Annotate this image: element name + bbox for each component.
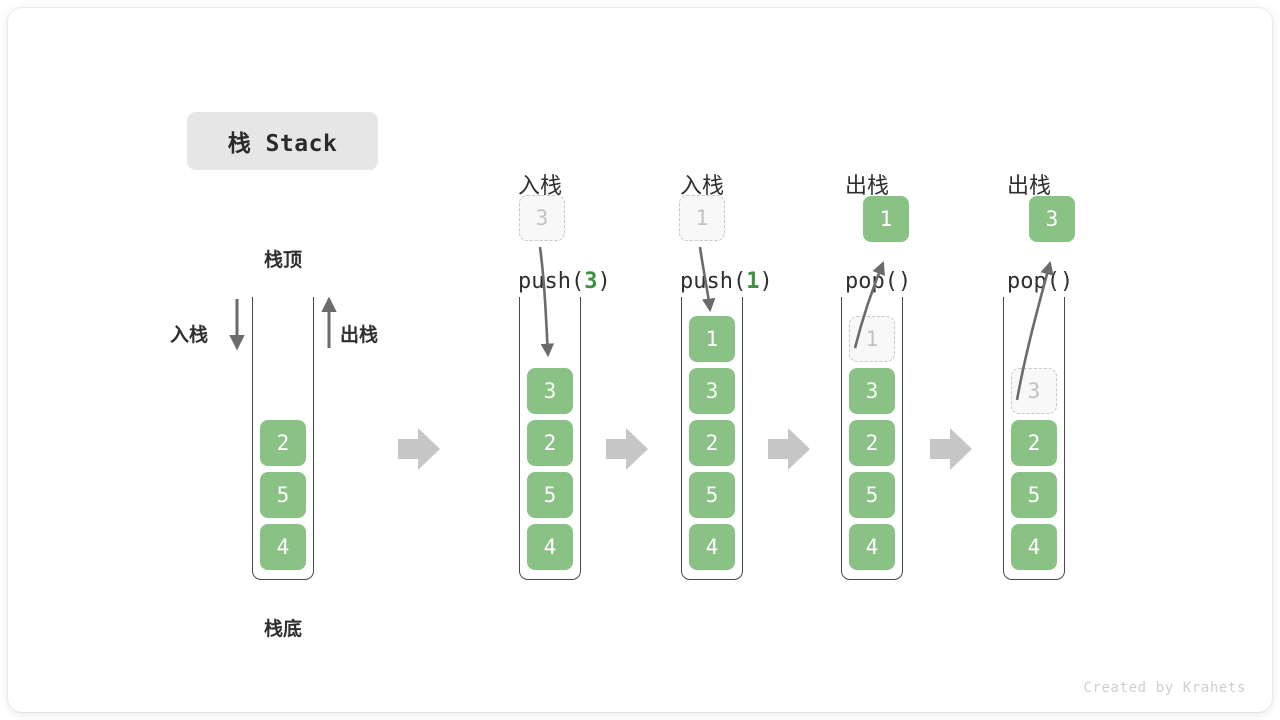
- stack-element: 4: [689, 524, 735, 570]
- stack-element: 5: [260, 472, 306, 518]
- stack-element: 5: [1011, 472, 1057, 518]
- stack-element: 2: [260, 420, 306, 466]
- stack-element: 2: [849, 420, 895, 466]
- incoming-ghost-element: 1: [679, 195, 725, 241]
- step-header-4-code: pop(): [1007, 266, 1073, 297]
- stack-element: 5: [527, 472, 573, 518]
- stack-after-pop-3: 3 2 5 4: [1003, 297, 1065, 580]
- stack-element: 4: [260, 524, 306, 570]
- step-header-3-cn: 出栈: [845, 173, 890, 199]
- code-prefix: push(: [518, 269, 585, 295]
- stack-slots: 3 2 5 4: [519, 368, 581, 576]
- code-suffix: ): [897, 269, 912, 295]
- stack-element: 2: [527, 420, 573, 466]
- code-suffix: ): [597, 269, 611, 295]
- page-title: 栈 Stack: [187, 112, 378, 170]
- code-arg: 3: [584, 269, 598, 295]
- stack-slots: 3 2 5 4: [1003, 368, 1065, 576]
- code-prefix: push(: [680, 269, 747, 295]
- step-header-1: 入栈 push(3): [518, 108, 611, 360]
- popped-element: 3: [1029, 196, 1075, 242]
- stack-element: 4: [527, 524, 573, 570]
- pop-direction-label: 出栈: [340, 325, 379, 346]
- step-header-2-cn: 入栈: [680, 173, 725, 199]
- stack-element: 4: [1011, 524, 1057, 570]
- stack-element: 3: [527, 368, 573, 414]
- incoming-ghost-element: 3: [519, 195, 565, 241]
- stack-after-pop-1: 1 3 2 5 4: [841, 297, 903, 580]
- step-header-2-code: push(1): [680, 266, 773, 297]
- popped-element: 1: [863, 196, 909, 242]
- step-header-2: 入栈 push(1): [680, 108, 773, 360]
- step-header-1-cn: 入栈: [518, 173, 563, 199]
- step-header-3-code: pop(): [845, 266, 911, 297]
- stack-walls: [841, 297, 903, 580]
- stack-element: 4: [849, 524, 895, 570]
- stack-element-removed: 1: [849, 316, 895, 362]
- stack-element: 2: [1011, 420, 1057, 466]
- step-header-4-cn: 出栈: [1007, 173, 1052, 199]
- stack-bottom-label: 栈底: [263, 619, 302, 640]
- stack-element: 3: [689, 368, 735, 414]
- stack-walls: [1003, 297, 1065, 580]
- stack-element-removed: 3: [1011, 368, 1057, 414]
- stack-walls: [681, 297, 743, 580]
- stack-element: 3: [849, 368, 895, 414]
- stack-slots: 1 3 2 5 4: [681, 316, 743, 576]
- stack-slots: 1 3 2 5 4: [841, 316, 903, 576]
- stack-element: 5: [689, 472, 735, 518]
- stack-after-push-3: 3 2 5 4: [519, 297, 581, 580]
- code-arg: 1: [746, 269, 760, 295]
- stack-walls: [252, 297, 314, 580]
- stack-walls: [519, 297, 581, 580]
- credit-text: Created by Krahets: [1083, 680, 1246, 696]
- code-prefix: pop(: [845, 269, 898, 295]
- code-suffix: ): [759, 269, 773, 295]
- step-header-1-code: push(3): [518, 266, 611, 297]
- stack-element: 2: [689, 420, 735, 466]
- code-prefix: pop(: [1007, 269, 1060, 295]
- stack-element: 1: [689, 316, 735, 362]
- code-suffix: ): [1059, 269, 1074, 295]
- stack-initial: 2 5 4: [252, 297, 314, 580]
- stack-element: 5: [849, 472, 895, 518]
- stack-after-push-1: 1 3 2 5 4: [681, 297, 743, 580]
- push-direction-label: 入栈: [170, 325, 209, 346]
- stack-top-label: 栈顶: [263, 250, 302, 271]
- stack-slots: 2 5 4: [252, 420, 314, 576]
